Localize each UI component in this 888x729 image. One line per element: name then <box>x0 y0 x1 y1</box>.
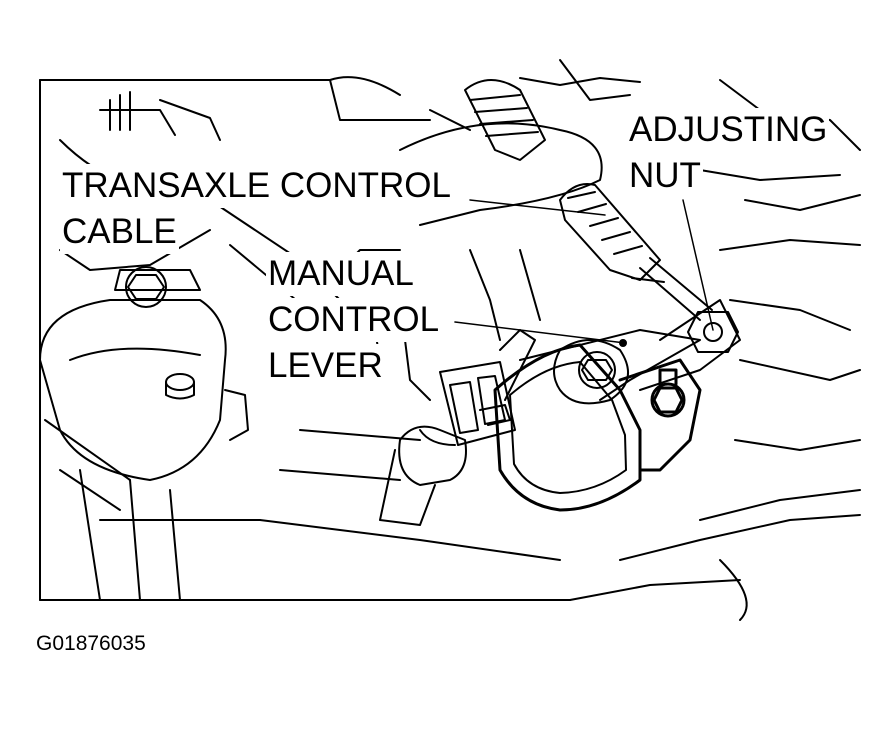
breather-hose <box>379 425 467 526</box>
leader-manual-lever <box>454 321 626 344</box>
engine-bay-outline <box>39 59 861 621</box>
left-housing <box>39 269 249 481</box>
electrical-connector <box>439 329 536 446</box>
label-adjusting-nut-line2: NUT <box>627 154 703 198</box>
label-transaxle-cable-line2: CABLE <box>60 210 179 254</box>
neutral-switch-body <box>493 343 702 512</box>
label-manual-lever-line2: CONTROL <box>266 298 442 342</box>
leader-adjusting-nut <box>682 199 714 331</box>
bolt-upper-left <box>125 266 167 308</box>
transaxle-control-cable <box>399 79 713 321</box>
label-adjusting-nut-line1: ADJUSTING <box>627 108 830 152</box>
label-transaxle-cable-line1: TRANSAXLE CONTROL <box>60 164 453 208</box>
label-manual-lever-line1: MANUAL <box>266 252 416 296</box>
leader-transaxle-cable <box>469 199 606 216</box>
figure-id: G01876035 <box>36 632 146 655</box>
label-manual-lever-line3: LEVER <box>266 344 385 388</box>
adjusting-nut <box>639 299 741 391</box>
leader-lines <box>454 199 714 344</box>
